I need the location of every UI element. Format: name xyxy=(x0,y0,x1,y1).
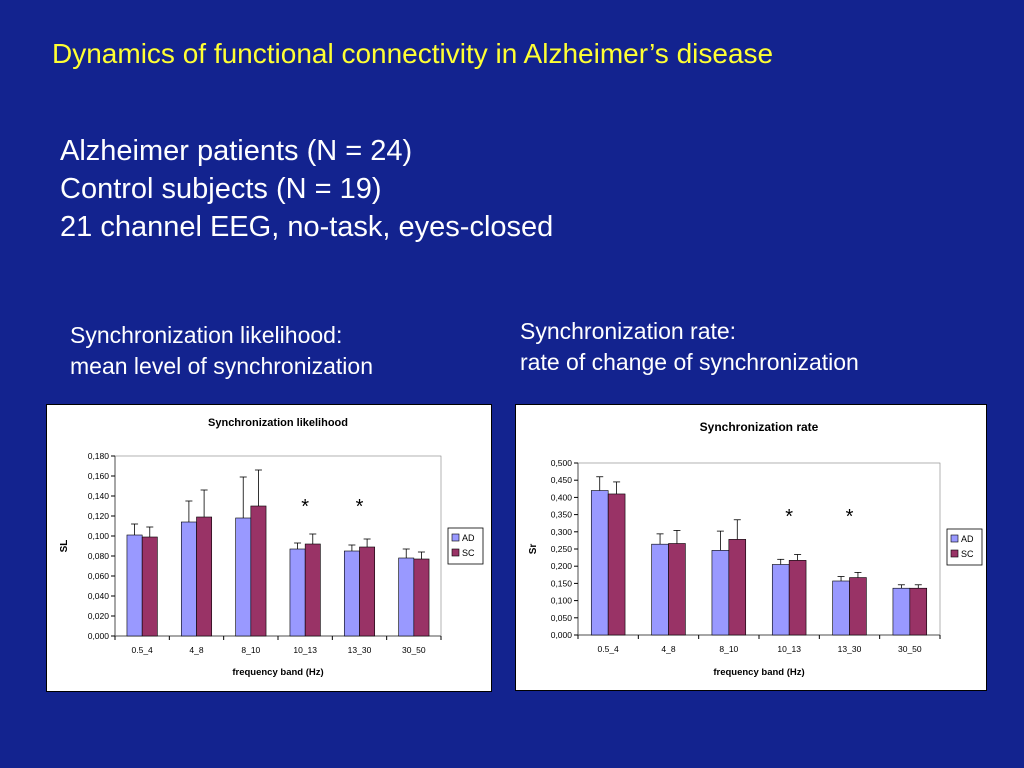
y-axis-label: SL xyxy=(59,540,70,553)
y-tick-label: 0,400 xyxy=(551,492,573,502)
chart-sl: Synchronization likelihood 0,000 0,020 0,04… xyxy=(59,417,484,678)
legend-swatch-ad xyxy=(451,533,460,542)
x-tick-label: 13_30 xyxy=(348,645,372,655)
y-tick-label: 0,100 xyxy=(551,596,573,606)
slide-title: Dynamics of functional connectivity in A… xyxy=(52,38,774,69)
chart-panel-sr: Synchronization rate 0,000 0,050 0,100 0,150… xyxy=(515,404,987,691)
y-tick-label: 0,160 xyxy=(88,471,110,481)
study-line-controls: Control subjects (N = 19) xyxy=(60,173,382,205)
legend-label-sc: SC xyxy=(961,549,974,559)
y-axis-label: Sr xyxy=(528,544,539,555)
y-tick-label: 0,150 xyxy=(551,578,573,588)
y-tick-label: 0,250 xyxy=(551,544,573,554)
x-tick-label: 30_50 xyxy=(402,645,426,655)
plot-area-border xyxy=(577,462,941,636)
x-tick-label: 8_10 xyxy=(719,644,738,654)
y-tick-label: 0,200 xyxy=(551,561,573,571)
significance-marker: * xyxy=(785,506,793,528)
significance-marker: * xyxy=(356,496,364,518)
y-tick-label: 0,350 xyxy=(551,510,573,520)
bar-sc xyxy=(250,505,267,637)
caption-sr-line-2: rate of change of synchronization xyxy=(520,349,859,375)
y-tick-label: 0,500 xyxy=(551,458,573,468)
bar-ad xyxy=(289,548,306,637)
y-tick-label: 0,140 xyxy=(88,491,110,501)
legend-swatch-sc xyxy=(950,549,959,558)
x-tick-label: 4_8 xyxy=(189,645,203,655)
caption-sl-line-1: Synchronization likelihood: xyxy=(70,322,343,348)
legend-label-ad: AD xyxy=(961,534,974,544)
y-tick-label: 0,040 xyxy=(88,591,110,601)
x-tick-label: 0.5_4 xyxy=(598,644,620,654)
bar-ad xyxy=(343,550,360,637)
bar-ad xyxy=(892,587,911,636)
y-tick-label: 0,020 xyxy=(88,611,110,621)
bar-ad xyxy=(180,521,197,637)
bar-ad xyxy=(651,543,669,636)
bar-sc xyxy=(668,543,686,636)
bar-ad xyxy=(398,557,415,637)
y-tick-label: 0,450 xyxy=(551,475,573,485)
x-tick-label: 13_30 xyxy=(838,644,862,654)
legend-swatch-ad xyxy=(950,534,959,543)
plot-area-border xyxy=(114,455,442,637)
x-tick-label: 10_13 xyxy=(777,644,801,654)
y-tick-label: 0,120 xyxy=(88,511,110,521)
bar-sc xyxy=(909,587,928,636)
bar-sc xyxy=(413,558,430,637)
caption-sl-line-2: mean level of synchronization xyxy=(70,353,373,379)
bar-ad xyxy=(771,564,790,636)
caption-sr: Synchronization rate: rate of change of … xyxy=(520,316,859,378)
bar-ad xyxy=(235,517,252,637)
bar-sc xyxy=(788,560,807,636)
bar-ad xyxy=(126,534,143,637)
x-tick-label: 30_50 xyxy=(898,644,922,654)
legend-swatch-sc xyxy=(451,548,460,557)
bar-sc xyxy=(196,516,213,637)
significance-marker: * xyxy=(846,506,854,528)
y-tick-label: 0,180 xyxy=(88,451,110,461)
bar-sc xyxy=(728,539,747,636)
chart-panel-sl: Synchronization likelihood 0,000 0,020 0,04… xyxy=(46,404,492,692)
chart-title: Synchronization likelihood xyxy=(208,417,348,429)
y-tick-label: 0,080 xyxy=(88,551,110,561)
bar-ad xyxy=(832,580,850,636)
chart-title: Synchronization rate xyxy=(700,420,819,434)
legend-label-ad: AD xyxy=(462,533,475,543)
bar-sc xyxy=(607,493,626,636)
x-axis-label: frequency band (Hz) xyxy=(713,667,804,678)
x-tick-label: 4_8 xyxy=(661,644,675,654)
y-tick-label: 0,000 xyxy=(551,630,573,640)
study-line-eeg: 21 channel EEG, no-task, eyes-closed xyxy=(60,211,554,243)
caption-sr-line-1: Synchronization rate: xyxy=(520,318,737,344)
y-tick-label: 0,060 xyxy=(88,571,110,581)
x-tick-label: 10_13 xyxy=(293,645,317,655)
bar-ad xyxy=(711,550,730,636)
x-tick-label: 0.5_4 xyxy=(132,645,154,655)
bar-sc xyxy=(359,546,376,637)
bar-sc xyxy=(141,536,158,637)
y-tick-label: 0,100 xyxy=(88,531,110,541)
x-tick-label: 8_10 xyxy=(241,645,260,655)
bar-sc xyxy=(304,543,321,637)
legend-label-sc: SC xyxy=(462,548,475,558)
bar-ad xyxy=(590,490,609,636)
caption-sl: Synchronization likelihood: mean level o… xyxy=(70,320,373,382)
chart-sr: Synchronization rate 0,000 0,050 0,100 0,150… xyxy=(528,420,983,678)
y-tick-label: 0,050 xyxy=(551,613,573,623)
significance-marker: * xyxy=(301,496,309,518)
y-tick-label: 0,000 xyxy=(88,631,110,641)
y-tick-label: 0,300 xyxy=(551,527,573,537)
study-details: Alzheimer patients (N = 24) Control subj… xyxy=(60,132,553,246)
study-line-patients: Alzheimer patients (N = 24) xyxy=(60,135,413,167)
bar-sc xyxy=(849,577,867,636)
x-axis-label: frequency band (Hz) xyxy=(232,667,323,678)
